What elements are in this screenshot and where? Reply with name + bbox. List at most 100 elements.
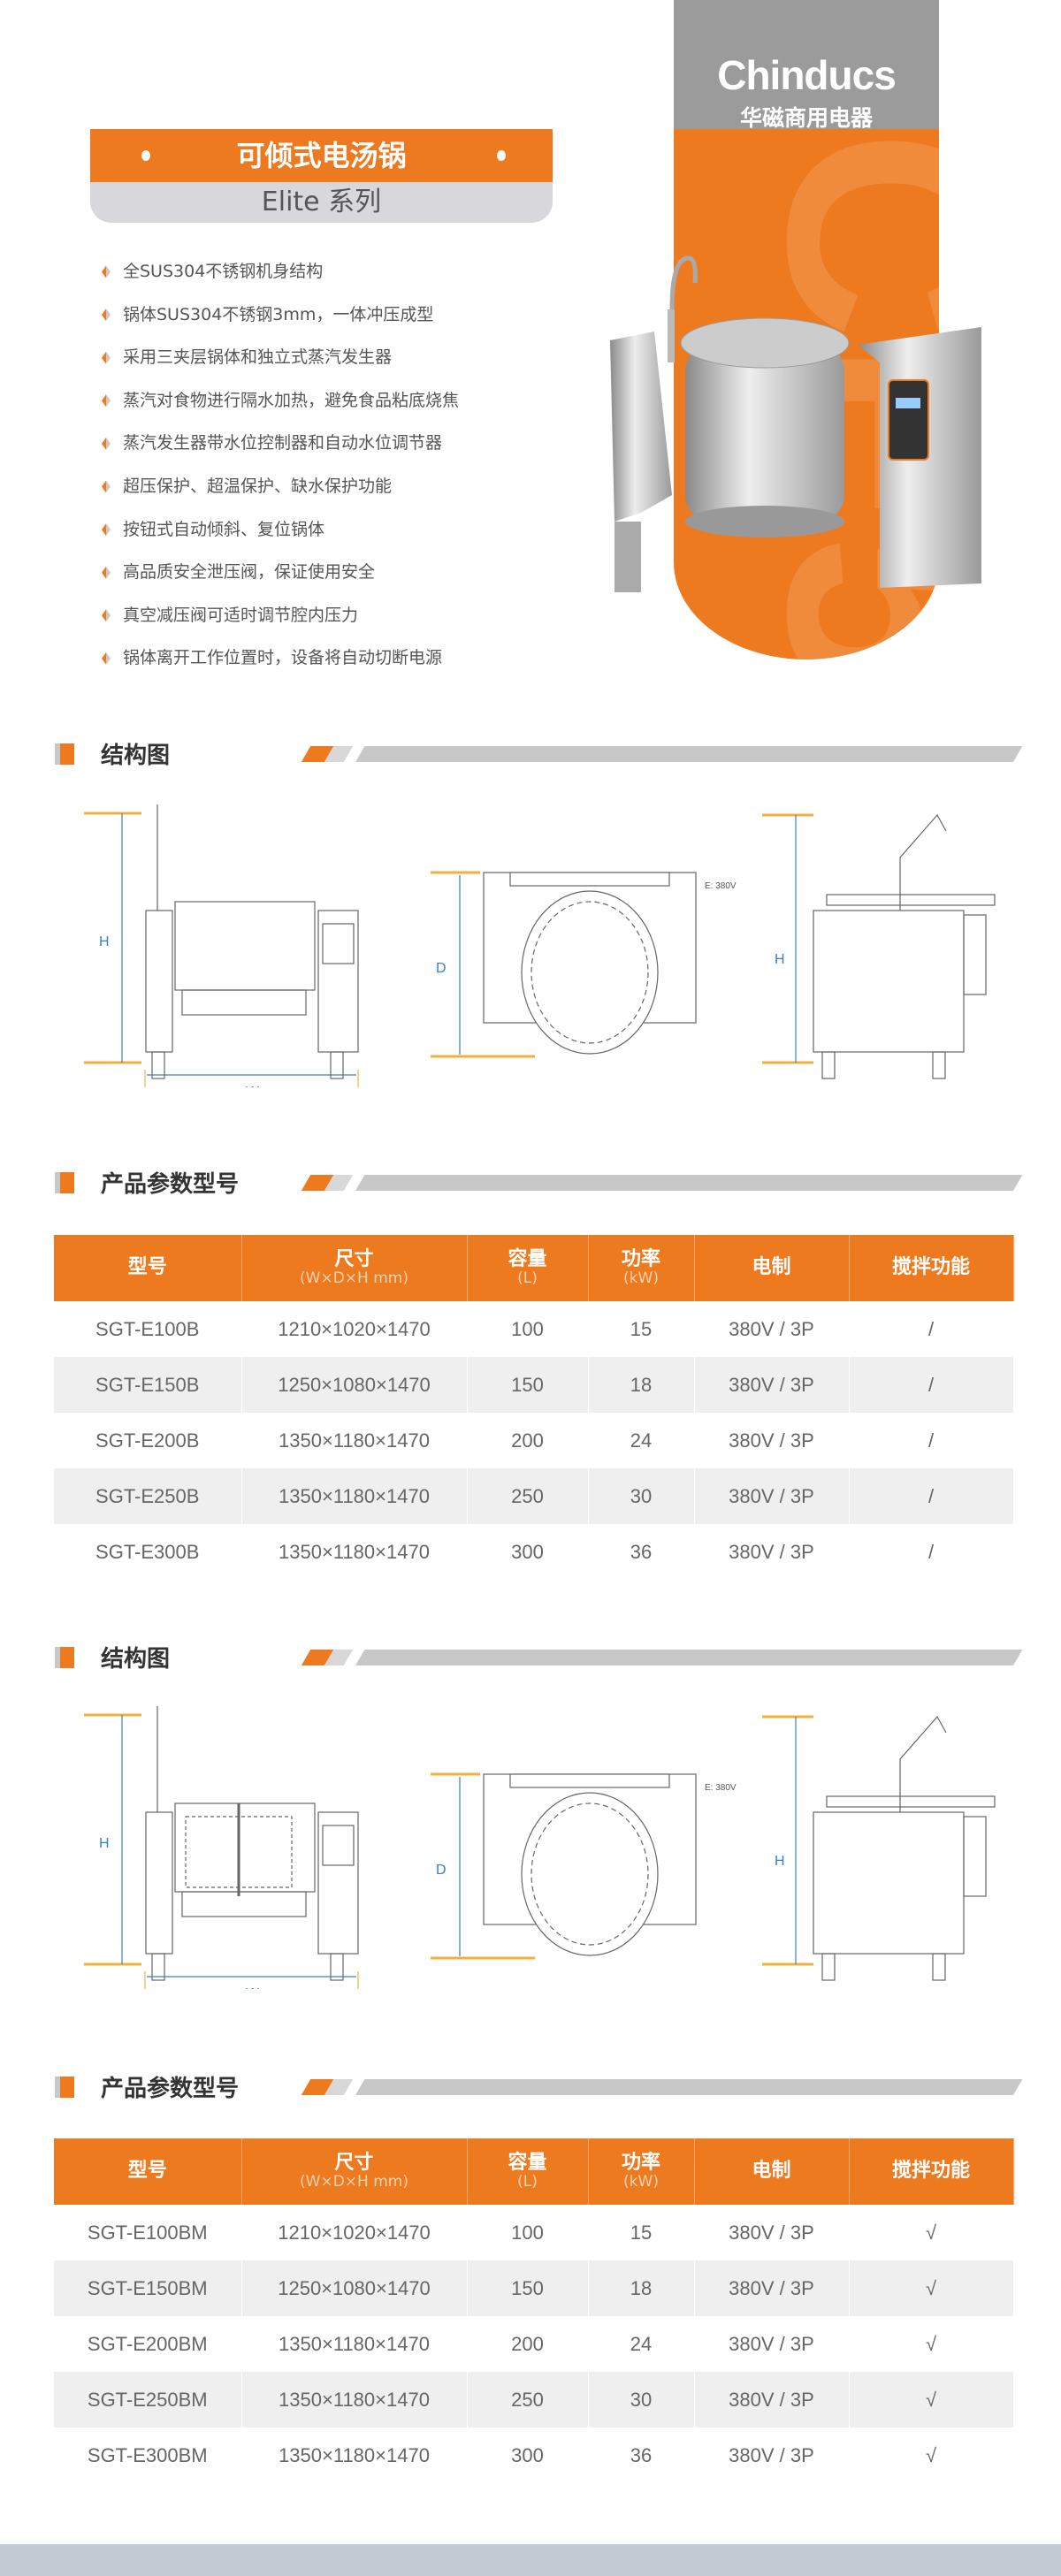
table-cell: 380V / 3P: [694, 1468, 850, 1524]
table-cell: SGT-E250B: [54, 1468, 242, 1524]
table-cell: 1350×1180×1470: [241, 1468, 468, 1524]
table-cell: 1210×1020×1470: [241, 2205, 468, 2260]
table-cell: 380V / 3P: [694, 2260, 850, 2316]
power-label: E: 380V: [705, 1783, 737, 1793]
table-cell: 30: [588, 1468, 695, 1524]
section-title: 产品参数型号: [101, 1171, 240, 1198]
table-cell: SGT-E100B: [54, 1301, 242, 1357]
table-header-row: 型号尺寸(W×D×H mm)容量(L)功率(kW)电制搅拌功能: [54, 2138, 1014, 2205]
table-cell: 30: [588, 2372, 695, 2427]
diamond-bullet-icon: [102, 523, 111, 537]
brand-name-cn: 华磁商用电器: [739, 105, 873, 131]
table-cell: 18: [588, 1357, 695, 1413]
table-cell: 250: [467, 2372, 589, 2427]
column-header: 容量(L): [467, 2138, 589, 2205]
table-cell: 1350×1180×1470: [241, 1413, 468, 1468]
height-label: H: [775, 1854, 785, 1869]
product-series: Elite 系列: [90, 182, 553, 223]
side-view-drawing: H: [762, 1715, 996, 1981]
table-cell: 150: [467, 2260, 589, 2316]
diamond-bullet-icon: [102, 394, 111, 408]
side-view-drawing: H: [762, 813, 996, 1079]
table-cell: 100: [467, 2205, 589, 2260]
column-header: 电制: [694, 1235, 850, 1301]
column-header: 型号: [54, 2138, 242, 2205]
section-header-structure-2: 结构图: [55, 1644, 1023, 1673]
table-cell: SGT-E300BM: [54, 2427, 242, 2483]
column-header: 型号: [54, 1235, 242, 1301]
table-cell: SGT-E150B: [54, 1357, 242, 1413]
table-cell: 1250×1080×1470: [241, 2260, 468, 2316]
section-header-params-2: 产品参数型号: [55, 2074, 1023, 2102]
table-cell: 15: [588, 2205, 695, 2260]
table-cell: SGT-E100BM: [54, 2205, 242, 2260]
table-cell: √: [849, 2372, 1014, 2427]
table-cell: 380V / 3P: [694, 1301, 850, 1357]
section-title: 结构图: [101, 1646, 171, 1673]
feature-text: 锅体SUS304不锈钢3mm，一体冲压成型: [123, 304, 434, 324]
feature-item: 蒸汽发生器带水位控制器和自动水位调节器: [102, 431, 442, 455]
table-cell: 1350×1180×1470: [241, 2316, 468, 2372]
diamond-bullet-icon: [102, 609, 111, 622]
column-header: 搅拌功能: [849, 1235, 1014, 1301]
column-header: 尺寸(W×D×H mm): [241, 2138, 468, 2205]
table-cell: 200: [467, 1413, 589, 1468]
height-label: H: [775, 952, 785, 967]
table-cell: 36: [588, 1524, 695, 1580]
table-header-row: 型号尺寸(W×D×H mm)容量(L)功率(kW)电制搅拌功能: [54, 1235, 1014, 1301]
diamond-bullet-icon: [102, 652, 111, 665]
table-cell: √: [849, 2316, 1014, 2372]
column-header: 功率(kW): [588, 2138, 695, 2205]
table-cell: 1350×1180×1470: [241, 2427, 468, 2483]
table-cell: 380V / 3P: [694, 2316, 850, 2372]
product-title: 可倾式电汤锅: [236, 139, 407, 172]
table-cell: SGT-E150BM: [54, 2260, 242, 2316]
structure-diagram-2: H W D E: 380V H: [0, 1697, 1061, 2007]
structure-diagram-1: H W D E: 380V H: [0, 796, 1061, 1105]
feature-item: 蒸汽对食物进行隔水加热，避免食品粘底烧焦: [102, 388, 459, 413]
product-image: [610, 255, 981, 592]
height-label: H: [99, 934, 110, 949]
table-cell: /: [849, 1413, 1014, 1468]
table-cell: 1350×1180×1470: [241, 2372, 468, 2427]
table-cell: √: [849, 2260, 1014, 2316]
table-cell: √: [849, 2427, 1014, 2483]
table-cell: 24: [588, 2316, 695, 2372]
table-cell: 36: [588, 2427, 695, 2483]
width-label: W: [246, 1986, 260, 1989]
table-cell: /: [849, 1357, 1014, 1413]
front-view-drawing: H W: [84, 1706, 359, 2007]
table-cell: 24: [588, 1413, 695, 1468]
column-header: 尺寸(W×D×H mm): [241, 1235, 468, 1301]
feature-item: 超压保护、超温保护、缺水保护功能: [102, 474, 392, 499]
section-header-params: 产品参数型号: [55, 1170, 1023, 1198]
section-header-structure: 结构图: [55, 741, 1023, 769]
feature-item: 按钮式自动倾斜、复位锅体: [102, 517, 324, 542]
depth-label: D: [436, 1863, 447, 1878]
table-cell: √: [849, 2205, 1014, 2260]
table-cell: 18: [588, 2260, 695, 2316]
feature-item: 全SUS304不锈钢机身结构: [102, 259, 323, 284]
section-title: 结构图: [101, 743, 171, 769]
feature-text: 蒸汽发生器带水位控制器和自动水位调节器: [123, 433, 443, 453]
table-cell: 150: [467, 1357, 589, 1413]
feature-text: 锅体离开工作位置时，设备将自动切断电源: [123, 648, 443, 668]
product-title-banner: 可倾式电汤锅: [90, 129, 553, 182]
feature-text: 真空减压阀可适时调节腔内压力: [123, 605, 359, 625]
table-cell: 300: [467, 2427, 589, 2483]
table-cell: 380V / 3P: [694, 1357, 850, 1413]
top-view-drawing: D E: 380V: [431, 871, 737, 1058]
width-label: W: [246, 1085, 260, 1087]
column-header: 容量(L): [467, 1235, 589, 1301]
table-cell: 100: [467, 1301, 589, 1357]
table-cell: 200: [467, 2316, 589, 2372]
table-cell: SGT-E200B: [54, 1413, 242, 1468]
